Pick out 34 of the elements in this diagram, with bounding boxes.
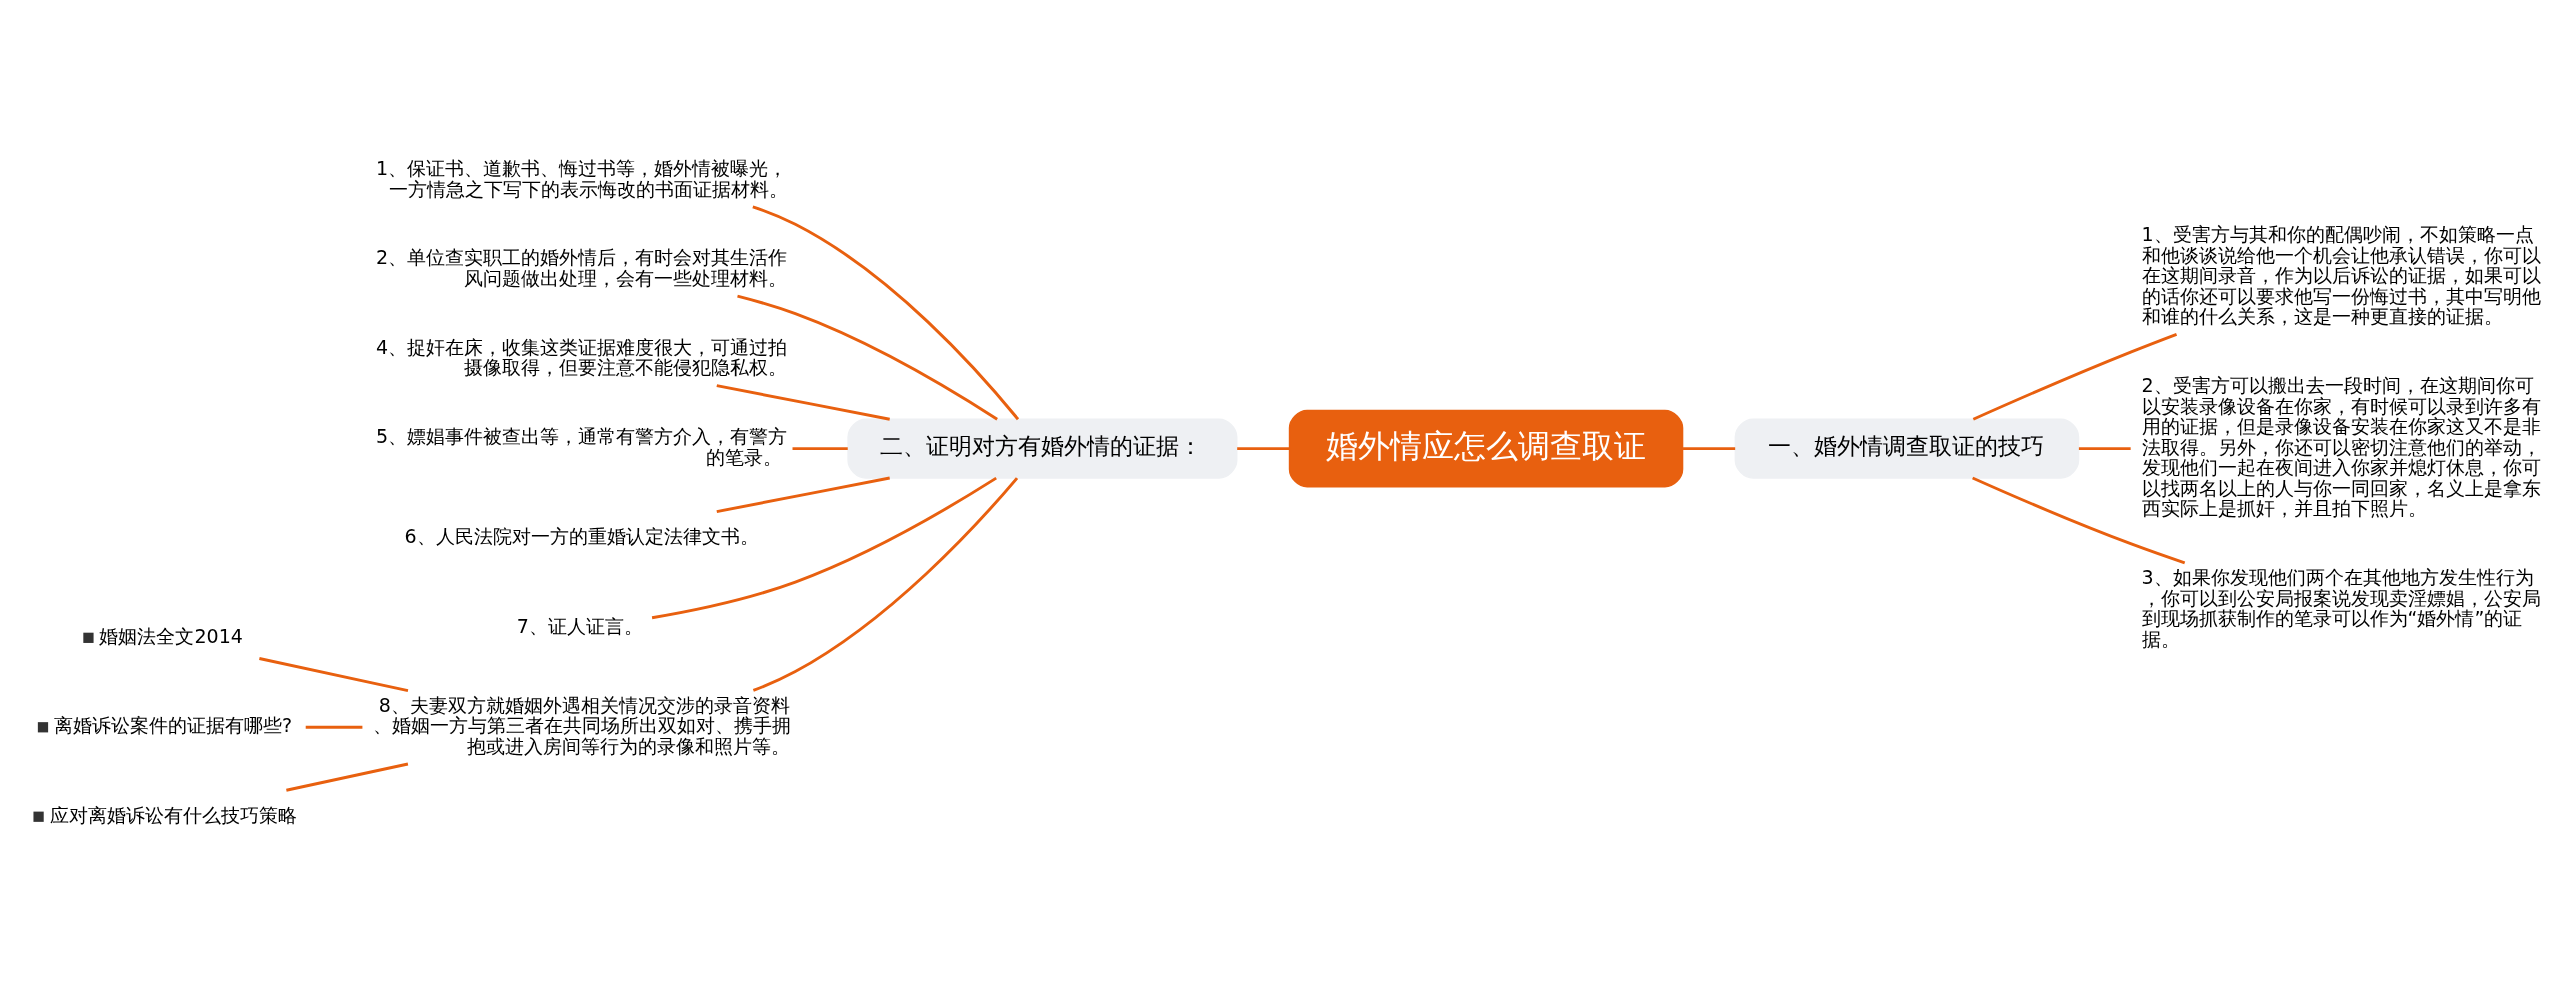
node-text: 8、夫妻双方就婚姻外遇相关情况交涉的录音资料、婚姻一方与第三者在共同场所出双如对、携手拥抱或进入房间等行为的录像和照片等。 [372, 693, 791, 757]
connector [737, 294, 998, 421]
node-text: 1、保证书、道歉书、悔过书等，婚外情被曝光，一方情急之下写下的表示悔改的书面证据材料。 [375, 156, 789, 200]
node-label: 婚姻法全文2014 [99, 624, 243, 647]
connector [752, 477, 1019, 692]
connector [305, 725, 363, 729]
connector [716, 384, 890, 421]
node-box [83, 632, 94, 643]
connector [792, 447, 848, 451]
node-box [37, 722, 49, 733]
node-box [33, 811, 44, 822]
connector [286, 762, 409, 792]
connector [1683, 447, 1736, 451]
node-label: 应对离婚诉讼有什么技巧策略 [49, 803, 297, 826]
connector [716, 476, 890, 514]
node-text: 6、人民法院对一方的重婚认定法律文书。 [404, 525, 759, 548]
node-label: 离婚诉讼案件的证据有哪些? [53, 714, 293, 737]
node-box: 婚外情应怎么调查取证 [1288, 409, 1684, 488]
connector [1972, 332, 2178, 421]
connector [2078, 447, 2131, 451]
connector [259, 657, 409, 693]
node-box: 二、证明对方有婚外情的证据： [847, 418, 1238, 479]
node-text: 3、如果你发现他们两个在其他地方发生性行为，你可以到公安局报案说发现卖淫嫖娼，公安局到现场抓获制作的笔录可以作为“婚外情”的证据。 [2141, 566, 2541, 650]
node-text: 5、嫖娼事件被查出等，通常有警方介入，有警方的笔录。 [375, 425, 788, 468]
connector [1237, 447, 1290, 451]
node-text: 2、单位查实职工的婚外情后，有时会对其生活作风问题做出处理，会有一些处理材料。 [375, 246, 788, 289]
node-text: 2、受害方可以搬出去一段时间，在这期间你可以安装录像设备在你家，有时候可以录到许多有用的证据，但是录像设备安装在你家这又不是非法取得。另外，你还可以密切注意他们的举动，发现他们一起在夜间进入你家并熄灯休息，你可以找两名以上的人与你一同回家，名义上是拿东西实际上是抓奸，并且拍下照片。 [2141, 374, 2541, 520]
node-box: 一、婚外情调查取证的技巧 [1734, 418, 2080, 479]
connector [752, 205, 1020, 421]
node-text: 1、受害方与其和你的配偶吵闹，不如策略一点和他谈谈说给他一个机会让他承认错误，你可以在这期间录音，作为以后诉讼的证据，如果可以的话你还可以要求他写一份悔过书，其中写明他和谁的什么关系，这是一种更直接的证据。 [2141, 222, 2541, 328]
connector [1972, 476, 2186, 565]
node-text: 7、证人证言。 [516, 614, 643, 637]
connector [651, 476, 997, 620]
node-text: 4、捉奸在床，收集这类证据难度很大，可通过拍摄像取得，但要注意不能侵犯隐私权。 [375, 335, 788, 379]
